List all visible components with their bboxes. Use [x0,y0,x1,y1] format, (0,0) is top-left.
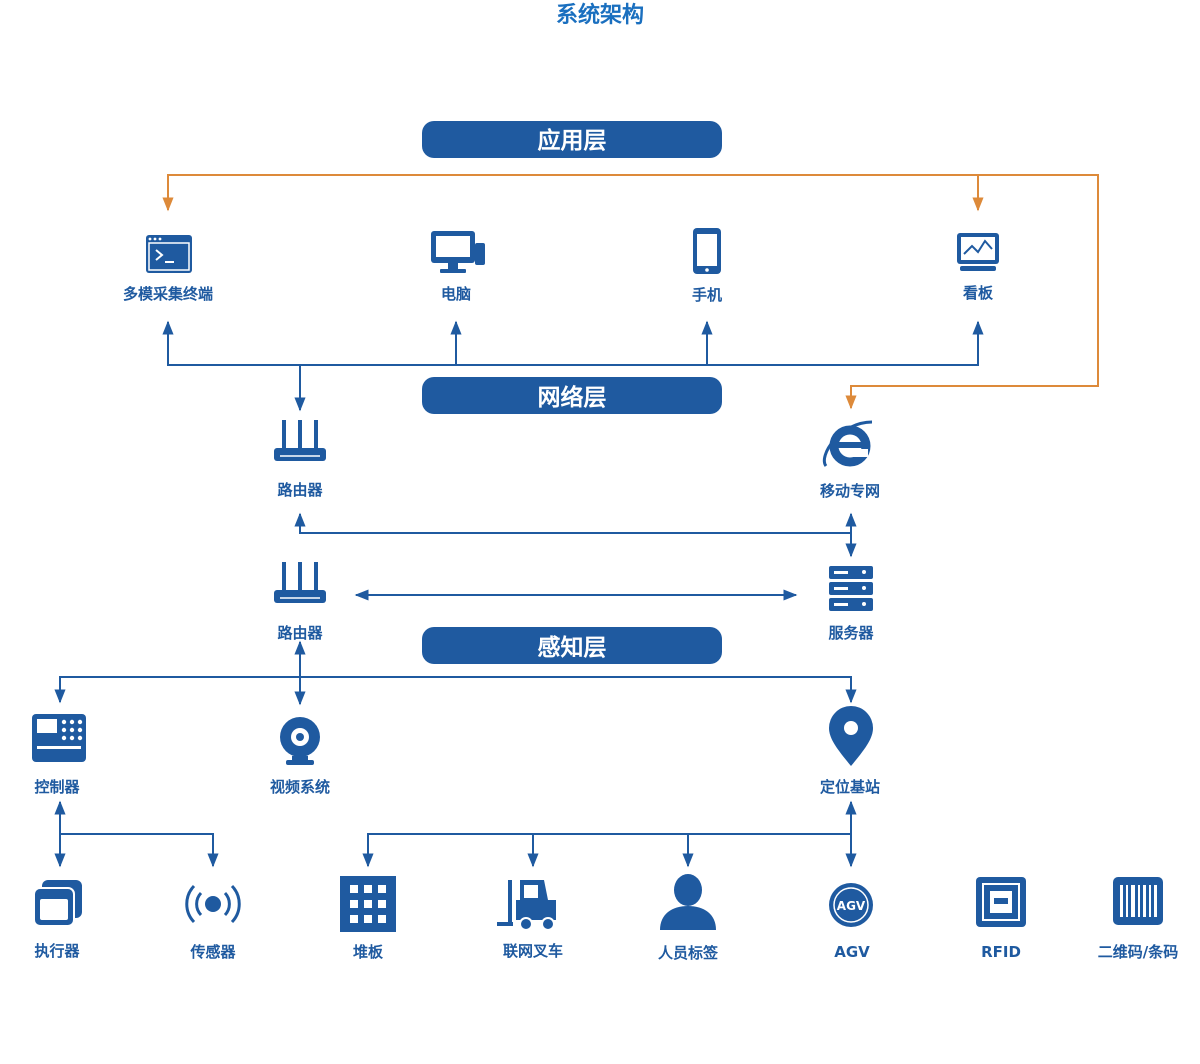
monitor-icon [431,231,485,273]
node-label: 多模采集终端 [123,285,213,303]
node-label: 视频系统 [270,778,330,796]
diagram-title: 系统架构 [556,2,644,28]
rack-icon [340,876,396,932]
ie-browser-icon [822,420,873,467]
perception-layer-banner: 感知层 [422,627,722,664]
phone-icon [693,228,721,274]
node-label: AGV [834,943,870,961]
node-sensor: 传感器 [185,884,241,961]
node-barcode: 二维码/条码 [1098,877,1178,961]
dashboard-icon [957,233,999,271]
node-label: 路由器 [277,624,323,642]
node-server: 服务器 [828,566,874,642]
person-icon [660,874,716,930]
blue-connector [60,833,219,868]
node-mobile-net: 移动专网 [820,420,880,500]
router-icon [274,420,326,461]
node-base-station: 定位基站 [820,706,880,796]
node-label: 路由器 [277,481,323,499]
agv-badge-text: AGV [837,899,866,913]
router-icon [274,562,326,603]
application-layer-label: 应用层 [538,127,607,154]
agv-icon: AGV [829,883,873,927]
terminal-icon [146,235,192,273]
controller-icon [32,714,86,762]
node-label: 联网叉车 [503,942,563,960]
signal-icon [185,884,241,924]
orange-connector [162,174,1099,410]
network-layer-label: 网络层 [538,384,607,411]
node-label: 二维码/条码 [1098,943,1178,961]
application-layer-banner: 应用层 [422,121,722,158]
node-pc: 电脑 [431,231,485,303]
window-stack-icon [33,880,82,927]
node-board: 看板 [957,233,999,302]
node-label: 看板 [963,284,994,302]
node-label: 堆板 [353,943,384,961]
node-actuator: 执行器 [33,880,82,960]
node-label: 手机 [692,286,722,304]
node-label: 执行器 [34,942,80,960]
node-video: 视频系统 [270,717,330,796]
node-label: 移动专网 [820,482,880,500]
node-label: 传感器 [189,943,236,961]
node-label: RFID [981,943,1021,961]
blue-connector [54,676,857,704]
node-label: 定位基站 [820,778,880,796]
node-person-tag: 人员标签 [658,874,719,962]
forklift-icon [497,880,556,931]
blue-connector [294,512,857,534]
node-forklift: 联网叉车 [497,880,563,960]
server-icon [829,566,873,611]
node-label: 人员标签 [658,944,719,962]
location-pin-icon [829,706,873,766]
node-label: 控制器 [34,778,80,796]
node-rfid: RFID [976,877,1026,961]
node-phone: 手机 [692,228,722,304]
node-agv: AGV AGV [829,883,873,961]
node-terminal: 多模采集终端 [123,235,213,303]
node-router-top: 路由器 [274,420,326,499]
node-label: 服务器 [828,624,874,642]
blue-connector [362,833,851,868]
node-label: 电脑 [441,285,471,303]
blue-connector [162,320,984,366]
network-layer-banner: 网络层 [422,377,722,414]
rfid-chip-icon [976,877,1026,927]
perception-layer-label: 感知层 [538,634,607,661]
camera-icon [280,717,320,765]
node-rack: 堆板 [340,876,396,961]
node-controller: 控制器 [32,714,86,796]
connectors [54,174,1099,868]
node-router-mid: 路由器 [274,562,326,642]
barcode-icon [1113,877,1163,925]
